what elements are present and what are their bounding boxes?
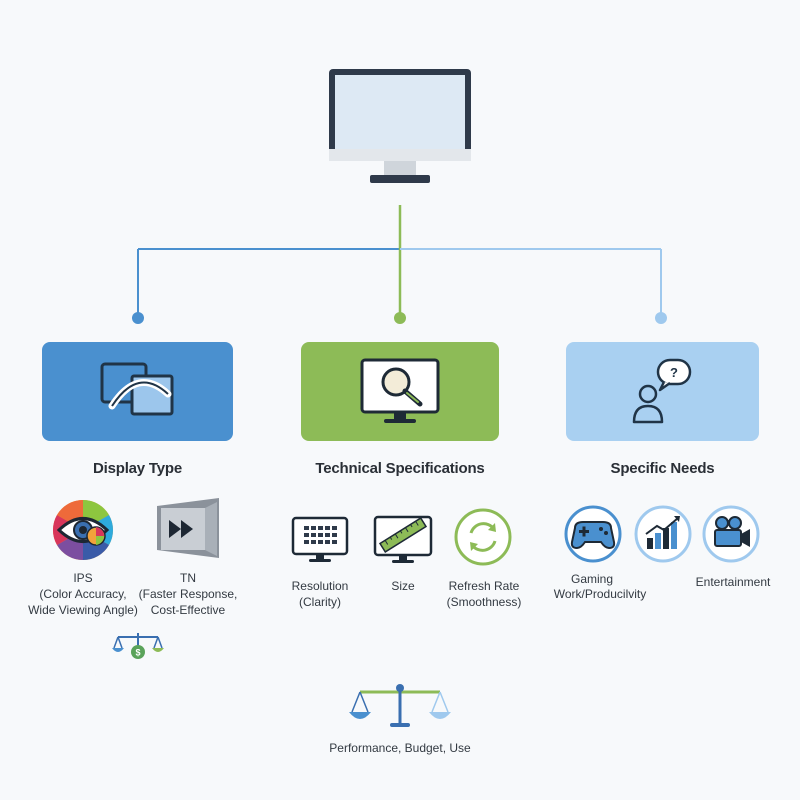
item-label-tn: TN (Faster Response, Cost-Effective [138, 571, 238, 617]
card-display-type [42, 342, 233, 441]
node-specific-needs [655, 312, 667, 324]
person-speech-bubble-icon: ? [632, 358, 691, 423]
heading-display-type: Display Type [92, 460, 183, 477]
item-label-ips: IPS (Color Accuracy, Wide Viewing Angle) [28, 571, 138, 617]
balance-scale-icon [349, 684, 451, 727]
gamepad-icon [564, 505, 622, 563]
item-label-resolution: Resolution (Clarity) [291, 579, 349, 609]
bar-chart-growth-icon [634, 505, 692, 563]
fast-forward-panel-icon [157, 498, 219, 558]
heading-specific-needs: Specific Needs [610, 460, 715, 477]
node-display-type [132, 312, 144, 324]
pixel-grid-monitor-icon [291, 516, 349, 562]
summary-label: Performance, Budget, Use [329, 741, 471, 755]
display-panel-angle-icon [100, 362, 173, 415]
balance-scale-dollar-icon: $ [112, 633, 164, 659]
eye-color-wheel-icon [52, 500, 114, 560]
ruler-monitor-icon [373, 515, 433, 563]
video-camera-icon [702, 505, 760, 563]
card-technical-specifications [301, 342, 499, 441]
item-label-work-productivity: Work/Producilvity [553, 587, 647, 601]
item-label-refresh-rate: Refresh Rate (Smoothness) [446, 579, 522, 609]
item-label-entertainment: Entertainment [695, 575, 771, 589]
node-technical-specifications [394, 312, 406, 324]
monitor-magnifier-icon [360, 358, 440, 423]
heading-technical-specifications: Technical Specifications [315, 460, 485, 477]
item-label-size: Size [391, 579, 415, 593]
svg-text:$: $ [135, 648, 140, 658]
desktop-monitor-icon [329, 69, 471, 183]
svg-text:?: ? [670, 365, 678, 380]
card-specific-needs: ? [566, 342, 759, 441]
refresh-cycle-icon [454, 508, 512, 566]
item-label-gaming: Gaming [570, 572, 614, 586]
